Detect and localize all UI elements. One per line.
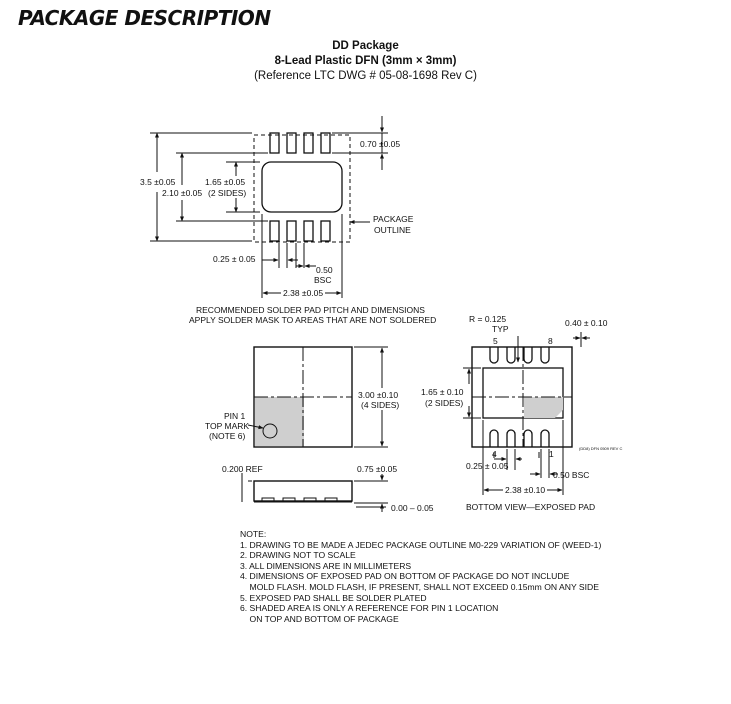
- notes-section: NOTE: 1. DRAWING TO BE MADE A JEDEC PACK…: [240, 529, 601, 624]
- pin-1-label: 1: [549, 449, 554, 459]
- page-title: PACKAGE DESCRIPTION: [18, 6, 271, 30]
- note-header: NOTE:: [240, 529, 267, 539]
- dim-3-00: 3.00 ±0.10: [358, 390, 399, 400]
- radius-typ: TYP: [492, 324, 509, 334]
- recommended-note-2: APPLY SOLDER MASK TO AREAS THAT ARE NOT …: [189, 315, 437, 325]
- exposed-pad-land: [261, 161, 343, 213]
- dim-0-70: 0.70 ±0.05: [360, 139, 401, 149]
- recommended-note-1: RECOMMENDED SOLDER PAD PITCH AND DIMENSI…: [196, 305, 425, 315]
- dim-bv-0-50: 0.50 BSC: [553, 470, 590, 480]
- note-4: 4. DIMENSIONS OF EXPOSED PAD ON BOTTOM O…: [240, 571, 570, 582]
- pin-4-label: 4: [492, 449, 497, 459]
- pad-layout-diagram: [150, 116, 388, 298]
- dim-2-38: 2.38 ±0.05: [281, 288, 326, 298]
- dim-0-75: 0.75 ±0.05: [357, 464, 398, 474]
- dim-bv-1-65: 1.65 ± 0.10: [421, 387, 464, 397]
- dim-2-10: 2.10 ±0.05: [162, 188, 203, 198]
- note-6-cont: ON TOP AND BOTTOM OF PACKAGE: [240, 613, 399, 624]
- dim-1-65-sides: (2 SIDES): [208, 188, 247, 198]
- note-1: 1. DRAWING TO BE MADE A JEDEC PACKAGE OU…: [240, 539, 602, 550]
- dim-0-25: 0.25 ± 0.05: [213, 254, 256, 264]
- package-outline-label-2: OUTLINE: [374, 225, 411, 235]
- package-description: 8-Lead Plastic DFN (3mm × 3mm): [274, 55, 457, 67]
- dim-bv-2-38: 2.38 ±0.10: [503, 485, 548, 495]
- pin1-shaded-area: [255, 397, 304, 446]
- package-name: DD Package: [332, 40, 399, 52]
- note-3: 3. ALL DIMENSIONS ARE IN MILLIMETERS: [240, 560, 412, 571]
- package-reference: (Reference LTC DWG # 05-08-1698 Rev C): [254, 70, 477, 82]
- pin1-label-3: (NOTE 6): [209, 431, 246, 441]
- dim-bv-0-25: 0.25 ± 0.05: [466, 461, 509, 471]
- bottom-view-caption: BOTTOM VIEW—EXPOSED PAD: [466, 502, 596, 512]
- pin-8-label: 8: [548, 336, 553, 346]
- dim-0-40: 0.40 ± 0.10: [565, 318, 608, 328]
- pin1-mark: [262, 423, 278, 439]
- dim-0-50: 0.50: [316, 265, 333, 275]
- note-5: 5. EXPOSED PAD SHALL BE SOLDER PLATED: [240, 592, 427, 603]
- dim-0-00-0-05: 0.00 – 0.05: [391, 503, 434, 513]
- radius-label: R = 0.125: [469, 314, 507, 324]
- pin1-label-2: TOP MARK: [205, 421, 250, 431]
- note-4-cont: MOLD FLASH. MOLD FLASH, IF PRESENT, SHAL…: [240, 581, 599, 592]
- pin1-label-1: PIN 1: [224, 411, 246, 421]
- dim-3-00-sides: (4 SIDES): [361, 400, 400, 410]
- package-outline-label-1: PACKAGE: [373, 214, 414, 224]
- pin-5-label: 5: [493, 336, 498, 346]
- dim-0-50-bsc: BSC: [314, 275, 332, 285]
- drawing-code: (DD8) DFN 0509 REV C: [579, 446, 623, 451]
- note-2: 2. DRAWING NOT TO SCALE: [240, 550, 356, 561]
- dim-3-5: 3.5 ±0.05: [140, 177, 176, 187]
- top-view-diagram: [241, 346, 388, 512]
- dim-bv-1-65-sides: (2 SIDES): [425, 398, 464, 408]
- note-6: 6. SHADED AREA IS ONLY A REFERENCE FOR P…: [240, 603, 499, 614]
- dim-0-200-ref: 0.200 REF: [222, 464, 263, 474]
- dim-1-65: 1.65 ±0.05: [205, 177, 246, 187]
